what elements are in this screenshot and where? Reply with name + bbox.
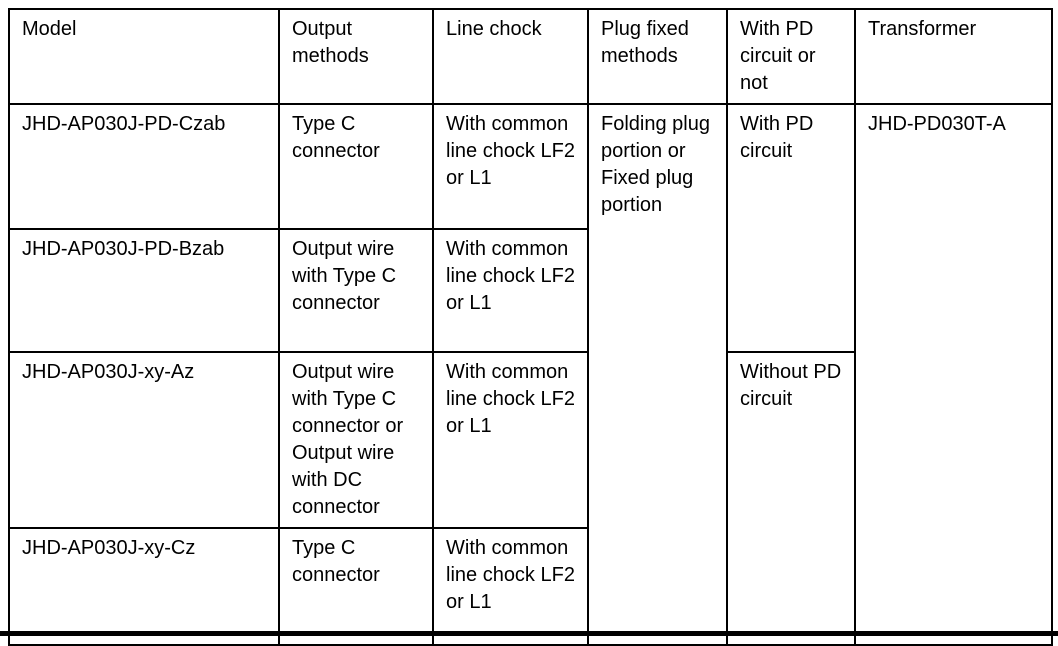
header-pd-circuit: With PD circuit or not bbox=[726, 8, 856, 105]
header-model: Model bbox=[8, 8, 280, 105]
table-row: JHD-AP030J-xy-Az Output wire with Type C… bbox=[8, 351, 1052, 646]
cell-line-chock-1: With common line chock LF2 or L1 bbox=[432, 103, 589, 230]
cell-output-method-2: Output wire with Type C connector bbox=[278, 228, 434, 353]
table-row: JHD-AP030J-PD-Czab Type C connector With… bbox=[8, 103, 1053, 646]
cell-model-2: JHD-AP030J-PD-Bzab bbox=[8, 228, 280, 353]
page-bottom-rule bbox=[0, 631, 1058, 636]
header-plug-fixed-methods: Plug fixed methods bbox=[587, 8, 728, 105]
cell-model-1: JHD-AP030J-PD-Czab bbox=[8, 103, 280, 230]
cell-output-method-3: Output wire with Type C connector or Out… bbox=[278, 351, 434, 529]
cell-output-method-1: Type C connector bbox=[278, 103, 434, 230]
product-spec-table: Model Output methods Line chock Plug fix… bbox=[8, 8, 1053, 646]
header-transformer: Transformer bbox=[854, 8, 1053, 105]
header-line-chock: Line chock bbox=[432, 8, 589, 105]
cell-model-3: JHD-AP030J-xy-Az bbox=[8, 351, 280, 529]
cell-line-chock-2: With common line chock LF2 or L1 bbox=[432, 228, 589, 353]
cell-model-4: JHD-AP030J-xy-Cz bbox=[8, 527, 280, 646]
cell-without-pd-circuit: Without PD circuit bbox=[726, 351, 856, 646]
table-row: JHD-AP030J-xy-Cz Type C connector With c… bbox=[8, 527, 1052, 646]
header-output-methods: Output methods bbox=[278, 8, 434, 105]
cell-line-chock-4: With common line chock LF2 or L1 bbox=[432, 527, 589, 646]
header-row: Model Output methods Line chock Plug fix… bbox=[8, 8, 1053, 105]
cell-plug-fixed-methods: Folding plug portion or Fixed plug porti… bbox=[587, 103, 728, 646]
table-row: JHD-AP030J-PD-Bzab Output wire with Type… bbox=[8, 228, 1052, 353]
cell-line-chock-3: With common line chock LF2 or L1 bbox=[432, 351, 589, 529]
cell-output-method-4: Type C connector bbox=[278, 527, 434, 646]
cell-transformer: JHD-PD030T-A bbox=[854, 103, 1053, 646]
cell-with-pd-circuit: With PD circuit bbox=[726, 103, 856, 353]
